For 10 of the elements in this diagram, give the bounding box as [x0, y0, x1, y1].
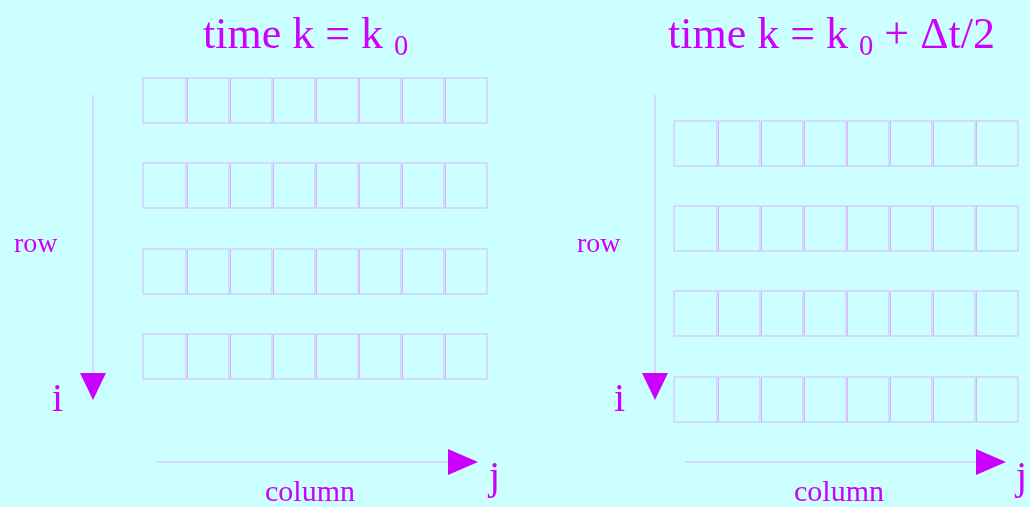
panel-title: time k = k $_{0}$ + Δt/2	[668, 12, 995, 61]
axis-label: j	[1016, 456, 1028, 496]
axis-label: column	[265, 476, 355, 506]
axis-label: row	[14, 229, 58, 257]
axis-label: row	[577, 229, 621, 257]
axis-label: i	[614, 378, 626, 418]
panel-title: time k = k $_{0}$	[203, 12, 409, 61]
axis-label: j	[489, 456, 501, 496]
axis-label: i	[52, 378, 64, 418]
axis-label: column	[794, 476, 884, 506]
